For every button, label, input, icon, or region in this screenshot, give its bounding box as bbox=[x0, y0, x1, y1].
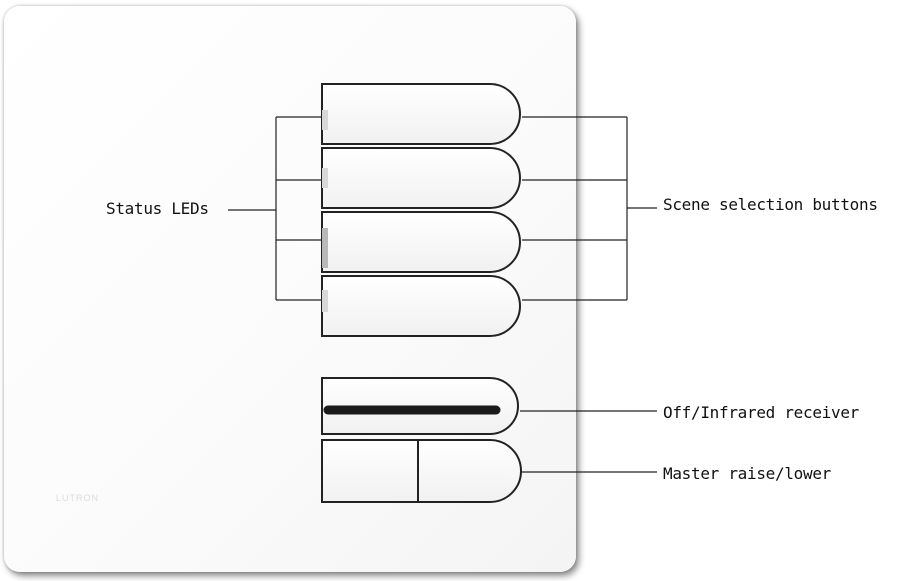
master-raise-button[interactable] bbox=[417, 439, 522, 503]
scene-button-3[interactable] bbox=[321, 211, 521, 273]
scene-button-4[interactable] bbox=[321, 275, 521, 337]
scene-buttons-bracket bbox=[522, 116, 657, 301]
status-led-2 bbox=[322, 168, 328, 188]
scene-button-1[interactable] bbox=[321, 83, 521, 145]
status-led-3 bbox=[322, 228, 328, 268]
off-ir-label: Off/Infrared receiver bbox=[663, 403, 859, 422]
status-leds-bracket bbox=[228, 116, 322, 301]
master-raise-lower-label: Master raise/lower bbox=[663, 464, 831, 483]
status-led-4 bbox=[322, 290, 328, 312]
scene-buttons-label: Scene selection buttons bbox=[663, 195, 878, 214]
master-lower-button[interactable] bbox=[321, 439, 419, 503]
brand-logo: LUTRON bbox=[56, 493, 100, 503]
scene-button-2[interactable] bbox=[321, 147, 521, 209]
status-led-1 bbox=[322, 110, 328, 130]
status-leds-label: Status LEDs bbox=[106, 199, 209, 218]
